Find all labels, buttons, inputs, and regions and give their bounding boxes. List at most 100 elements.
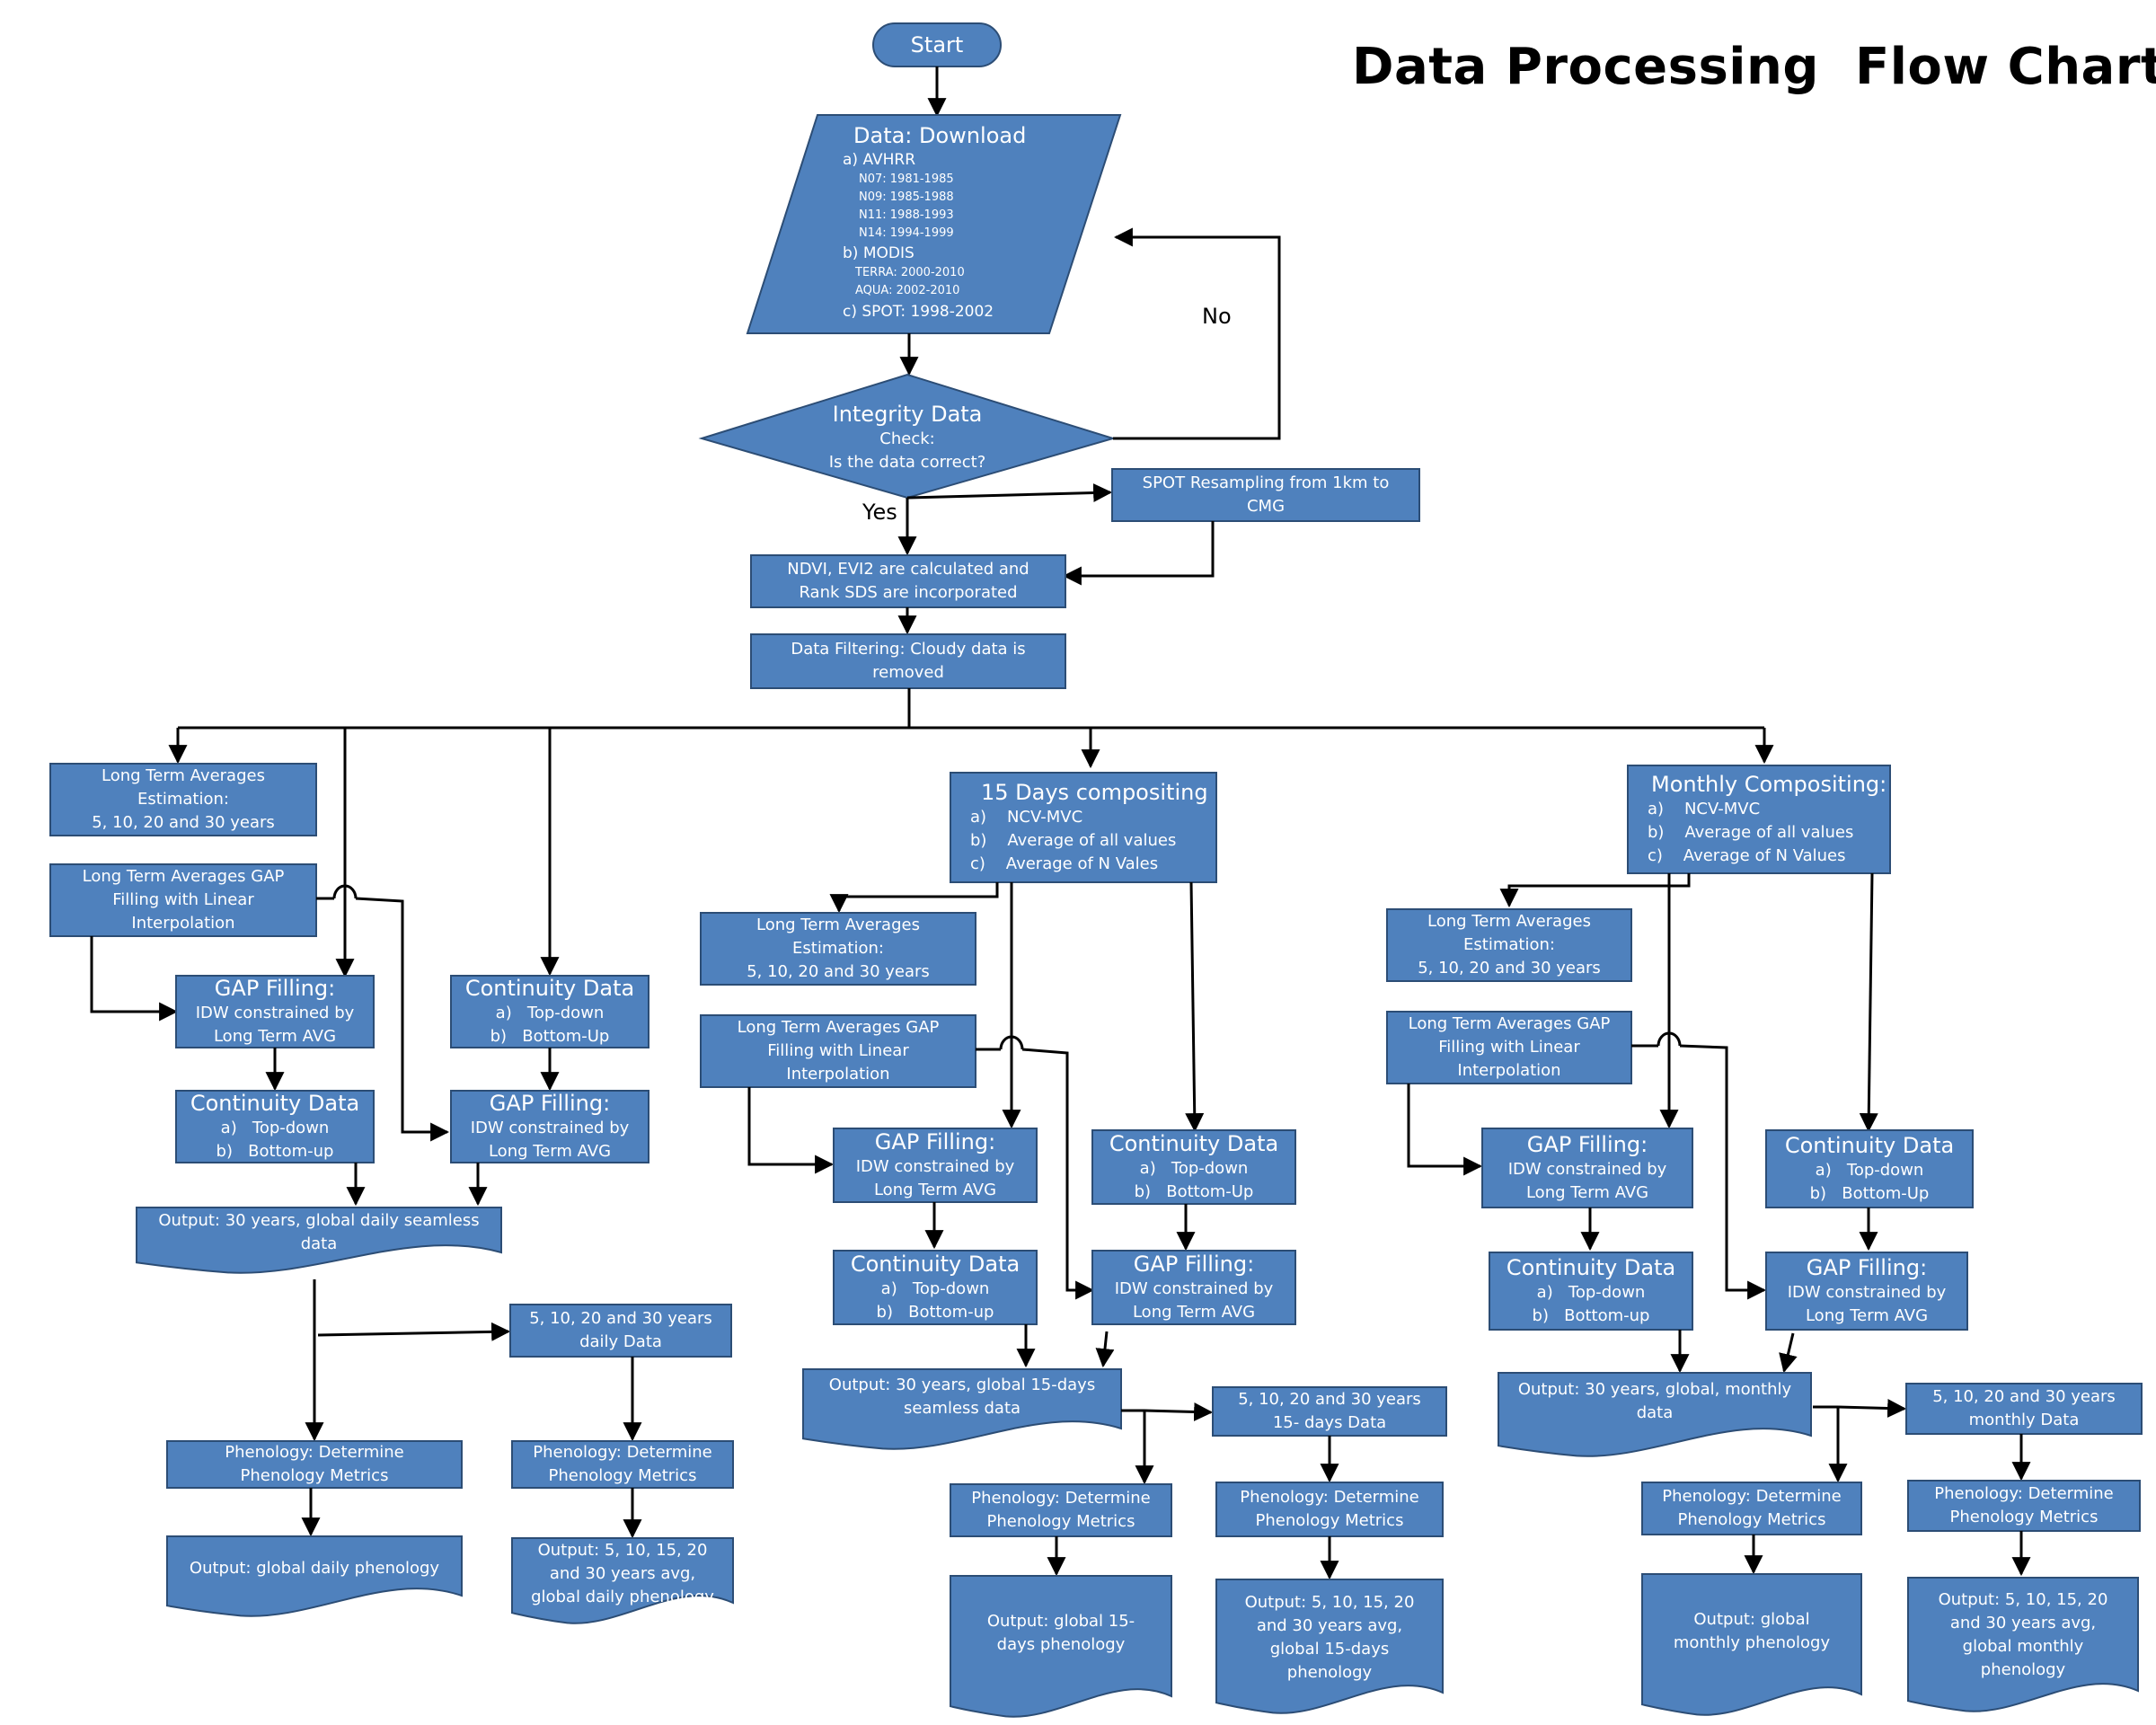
continuity-title: Continuity Data (190, 1091, 360, 1116)
spot-resampling-box (1111, 468, 1420, 522)
daily-output-doc (136, 1207, 502, 1274)
label-line: Filling with Linear (112, 890, 254, 909)
label-line: Phenology Metrics (1949, 1508, 2099, 1526)
avhrr-item: N14: 1994-1999 (859, 226, 954, 240)
gap-line: Long Term AVG (873, 1181, 997, 1199)
continuity-item: b) Bottom-Up (1134, 1182, 1254, 1201)
label-line: 5, 10, 20 and 30 years (1418, 959, 1601, 978)
integrity-line: Check: (879, 429, 935, 448)
daily-phenology-box (166, 1440, 463, 1489)
continuity-item: a) Top-down (495, 1004, 605, 1022)
fifteen-item: b) Average of all values (970, 831, 1177, 850)
no-label: No (1202, 304, 1232, 329)
continuity-item: a) Top-down (1536, 1283, 1646, 1302)
gap-line: IDW constrained by (470, 1119, 630, 1137)
fifteen-output-pheno-doc (950, 1575, 1172, 1718)
fifteen-lta-gap-box (700, 1014, 976, 1088)
arrow-spot-to-ndvi (1062, 521, 1215, 586)
label-line: global daily phenology (531, 1588, 714, 1606)
monthly-output-doc (1498, 1372, 1812, 1457)
monthly-output-pheno-doc (1641, 1573, 1862, 1716)
fifteen-item: c) Average of N Vales (970, 854, 1159, 873)
arrow-monthly-lta-gap-to-gap1 (1407, 1084, 1483, 1176)
ndvi-box (750, 554, 1066, 608)
daily-output-avg-doc (511, 1537, 734, 1624)
fifteen-years-data-box (1212, 1386, 1447, 1437)
spot-label: c) SPOT: 1998-2002 (843, 303, 994, 321)
gap-line: Long Term AVG (1132, 1303, 1256, 1322)
fifteen-gap-filling-lower-box (1091, 1250, 1296, 1325)
output-text: Output: global daily phenology (189, 1559, 440, 1578)
label-line: Estimation: (792, 939, 884, 958)
monthly-title: Monthly Compositing: (1651, 772, 1887, 797)
gap-line: Long Term AVG (488, 1142, 612, 1161)
label-line: phenology (1286, 1663, 1373, 1682)
label-line: 5, 10, 20 and 30 years (747, 962, 930, 981)
integrity-title: Integrity Data (832, 402, 983, 427)
daily-line-hop (332, 884, 358, 899)
label-line: Output: global 15- (986, 1612, 1135, 1631)
label-line: and 30 years avg, (549, 1564, 696, 1583)
avhrr-item: N09: 1985-1988 (859, 190, 954, 204)
arrow-no-loop (1113, 227, 1281, 440)
label-line: phenology (1980, 1660, 2066, 1679)
arrow-fifteen-gap-output (1095, 1331, 1115, 1368)
daily-output-pheno-label: Output: global daily phenology (167, 1536, 462, 1601)
avhrr-item: N07: 1981-1985 (859, 172, 954, 186)
monthly-line-hop (1657, 1031, 1682, 1047)
label-line: NDVI, EVI2 are calculated and (787, 560, 1029, 579)
daily-continuity-box (175, 1090, 375, 1163)
gap-line: IDW constrained by (1787, 1283, 1947, 1302)
arrow-fifteen-output-years (1144, 1402, 1214, 1421)
gap-line: Long Term AVG (1525, 1183, 1649, 1202)
continuity-title: Continuity Data (850, 1252, 1021, 1277)
label-line: Output: 5, 10, 15, 20 (1938, 1590, 2108, 1609)
gap-title: GAP Filling: (874, 1129, 996, 1154)
fifteen-box (950, 772, 1217, 883)
start-text: Start (910, 32, 964, 58)
monthly-years-data-box (1905, 1383, 2143, 1435)
label-line: CMG (1246, 497, 1286, 516)
label-line: data (1636, 1403, 1674, 1422)
label-line: Phenology Metrics (986, 1512, 1135, 1531)
label-line: Rank SDS are incorporated (799, 583, 1018, 602)
avhrr-item: N11: 1988-1993 (859, 208, 954, 222)
label-line: 5, 10, 20 and 30 years (1238, 1390, 1421, 1409)
download-title: Data: Download (853, 123, 1027, 148)
daily-gap-filling-lower-box (450, 1090, 649, 1163)
gap-line: IDW constrained by (1507, 1160, 1667, 1179)
continuity-title: Continuity Data (464, 976, 635, 1001)
arrow-monthly-lta-gap-to-gap2 (1679, 1044, 1767, 1300)
label-line: Output: global (1693, 1610, 1810, 1629)
continuity-item: b) Bottom-up (1532, 1306, 1650, 1325)
label-line: Phenology: Determine (225, 1443, 404, 1462)
label-line: Phenology Metrics (1255, 1511, 1404, 1530)
fifteen-line-hop (999, 1035, 1024, 1050)
